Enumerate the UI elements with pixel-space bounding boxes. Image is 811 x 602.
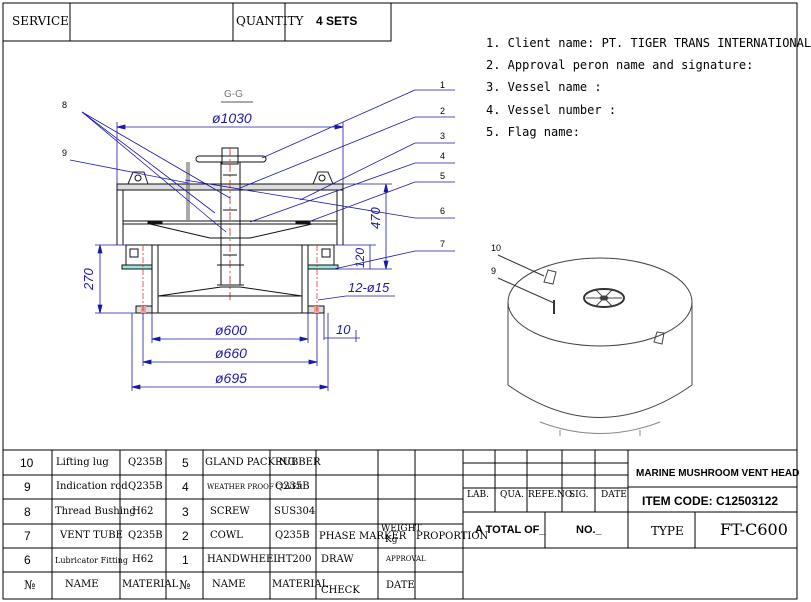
part-material: Q235B — [275, 481, 310, 492]
section-label: G-G — [224, 89, 243, 100]
col-material: MATERIAL — [122, 579, 179, 590]
callout-6: 6 — [440, 206, 446, 216]
dim-660: ø660 — [215, 345, 247, 361]
part-no: 5 — [182, 456, 189, 470]
note-flag: 5. Flag name: — [486, 125, 580, 139]
col-material-2: MATERIAL — [272, 579, 329, 590]
callout-8: 8 — [62, 100, 68, 110]
section-view — [116, 101, 344, 320]
proportion-label: PROPORTION — [416, 531, 489, 542]
part-no: 2 — [182, 529, 189, 543]
date-label-2: DATE — [601, 490, 627, 500]
sheet-border — [2, 2, 798, 600]
part-material: H62 — [132, 506, 154, 517]
callout-4: 4 — [440, 151, 446, 161]
part-name: Lifting lug — [56, 457, 109, 468]
refe-no-label: REFE.NO. — [528, 490, 575, 500]
dim-600: ø600 — [215, 322, 247, 338]
part-no: 4 — [182, 480, 189, 494]
col-no-2: № — [179, 578, 191, 592]
dim-470: 470 — [368, 207, 383, 229]
title-block-lines — [463, 449, 797, 549]
service-label: SERVICE — [12, 14, 69, 28]
no-label: NO._ — [576, 524, 602, 536]
part-material: Q235B — [128, 481, 163, 492]
part-no: 6 — [24, 553, 31, 567]
part-material: Q235B — [128, 457, 163, 468]
callout-leaders — [69, 89, 455, 270]
dim-holes: 12-ø15 — [348, 280, 390, 295]
callout-3: 3 — [440, 131, 446, 141]
part-material: Q235B — [128, 530, 163, 541]
part-material: RUBBER — [275, 457, 321, 468]
lab-label: LAB. — [467, 490, 489, 500]
part-material: SUS304 — [274, 506, 316, 517]
part-material: HT200 — [277, 554, 312, 565]
part-material: H62 — [132, 554, 154, 565]
part-name: SCREW — [210, 506, 250, 517]
dim-695: ø695 — [215, 370, 247, 386]
product-name: MARINE MUSHROOM VENT HEAD — [636, 468, 800, 479]
note-vessel-number: 4. Vessel number : — [486, 103, 617, 117]
isometric-view — [497, 254, 693, 436]
iso-callout-10: 10 — [491, 243, 502, 253]
callout-7: 7 — [440, 239, 446, 249]
part-no: 1 — [182, 553, 189, 567]
part-name: COWL — [210, 530, 243, 541]
part-name: Indication rod — [56, 481, 128, 492]
draw-label: DRAW — [321, 554, 354, 565]
note-vessel-name: 3. Vessel name : — [486, 80, 602, 94]
header-table-lines — [2, 2, 392, 42]
weight-unit: Kg — [385, 535, 398, 545]
part-name: Thread Bushing — [55, 506, 136, 517]
check-label: CHECK — [321, 585, 360, 596]
col-name: NAME — [65, 579, 99, 590]
approval-label: APPROVAL — [386, 555, 426, 563]
total-of-label: A TOTAL OF_ — [475, 524, 546, 536]
part-name: WEATHER PROOF COVER — [207, 483, 303, 491]
type-value: FT-C600 — [720, 520, 788, 539]
part-no: 3 — [182, 505, 189, 519]
col-name-2: NAME — [212, 579, 246, 590]
callout-9: 9 — [62, 148, 68, 158]
part-name: GLAND PACKING — [205, 457, 296, 468]
quantity-value: 4 SETS — [316, 14, 358, 28]
part-name: HANDWHEEL — [207, 554, 280, 565]
part-no: 9 — [24, 480, 31, 494]
phase-marker-label: PHASE MARKER — [319, 531, 407, 542]
part-no: 10 — [20, 456, 34, 470]
part-name: Lubricator Fitting — [55, 556, 128, 565]
part-name: VENT TUBE — [60, 530, 123, 541]
iso-callout-9: 9 — [491, 266, 497, 276]
note-client: 1. Client name: PT. TIGER TRANS INTERNAT… — [486, 36, 811, 50]
dim-270: 270 — [81, 268, 96, 290]
weight-label: WEIGHT — [381, 524, 422, 534]
date-label: DATE — [386, 580, 415, 591]
part-no: 7 — [24, 529, 31, 543]
qua-label: QUA. — [500, 490, 525, 500]
dim-120: 120 — [353, 247, 367, 268]
part-material: Q235B — [275, 530, 310, 541]
sig-label: SIG. — [569, 490, 589, 500]
item-code: ITEM CODE: C12503122 — [642, 494, 779, 508]
callout-5: 5 — [440, 171, 446, 181]
dimension-lines — [95, 122, 395, 391]
quantity-label: QUANTITY — [236, 14, 304, 28]
col-no: № — [24, 578, 36, 592]
dim-10: 10 — [336, 322, 351, 337]
dim-1030: ø1030 — [212, 110, 252, 126]
callout-2: 2 — [440, 106, 446, 116]
type-label: TYPE — [651, 524, 684, 538]
note-approval: 2. Approval peron name and signature: — [486, 58, 754, 72]
callout-1: 1 — [440, 80, 446, 90]
part-no: 8 — [24, 505, 31, 519]
